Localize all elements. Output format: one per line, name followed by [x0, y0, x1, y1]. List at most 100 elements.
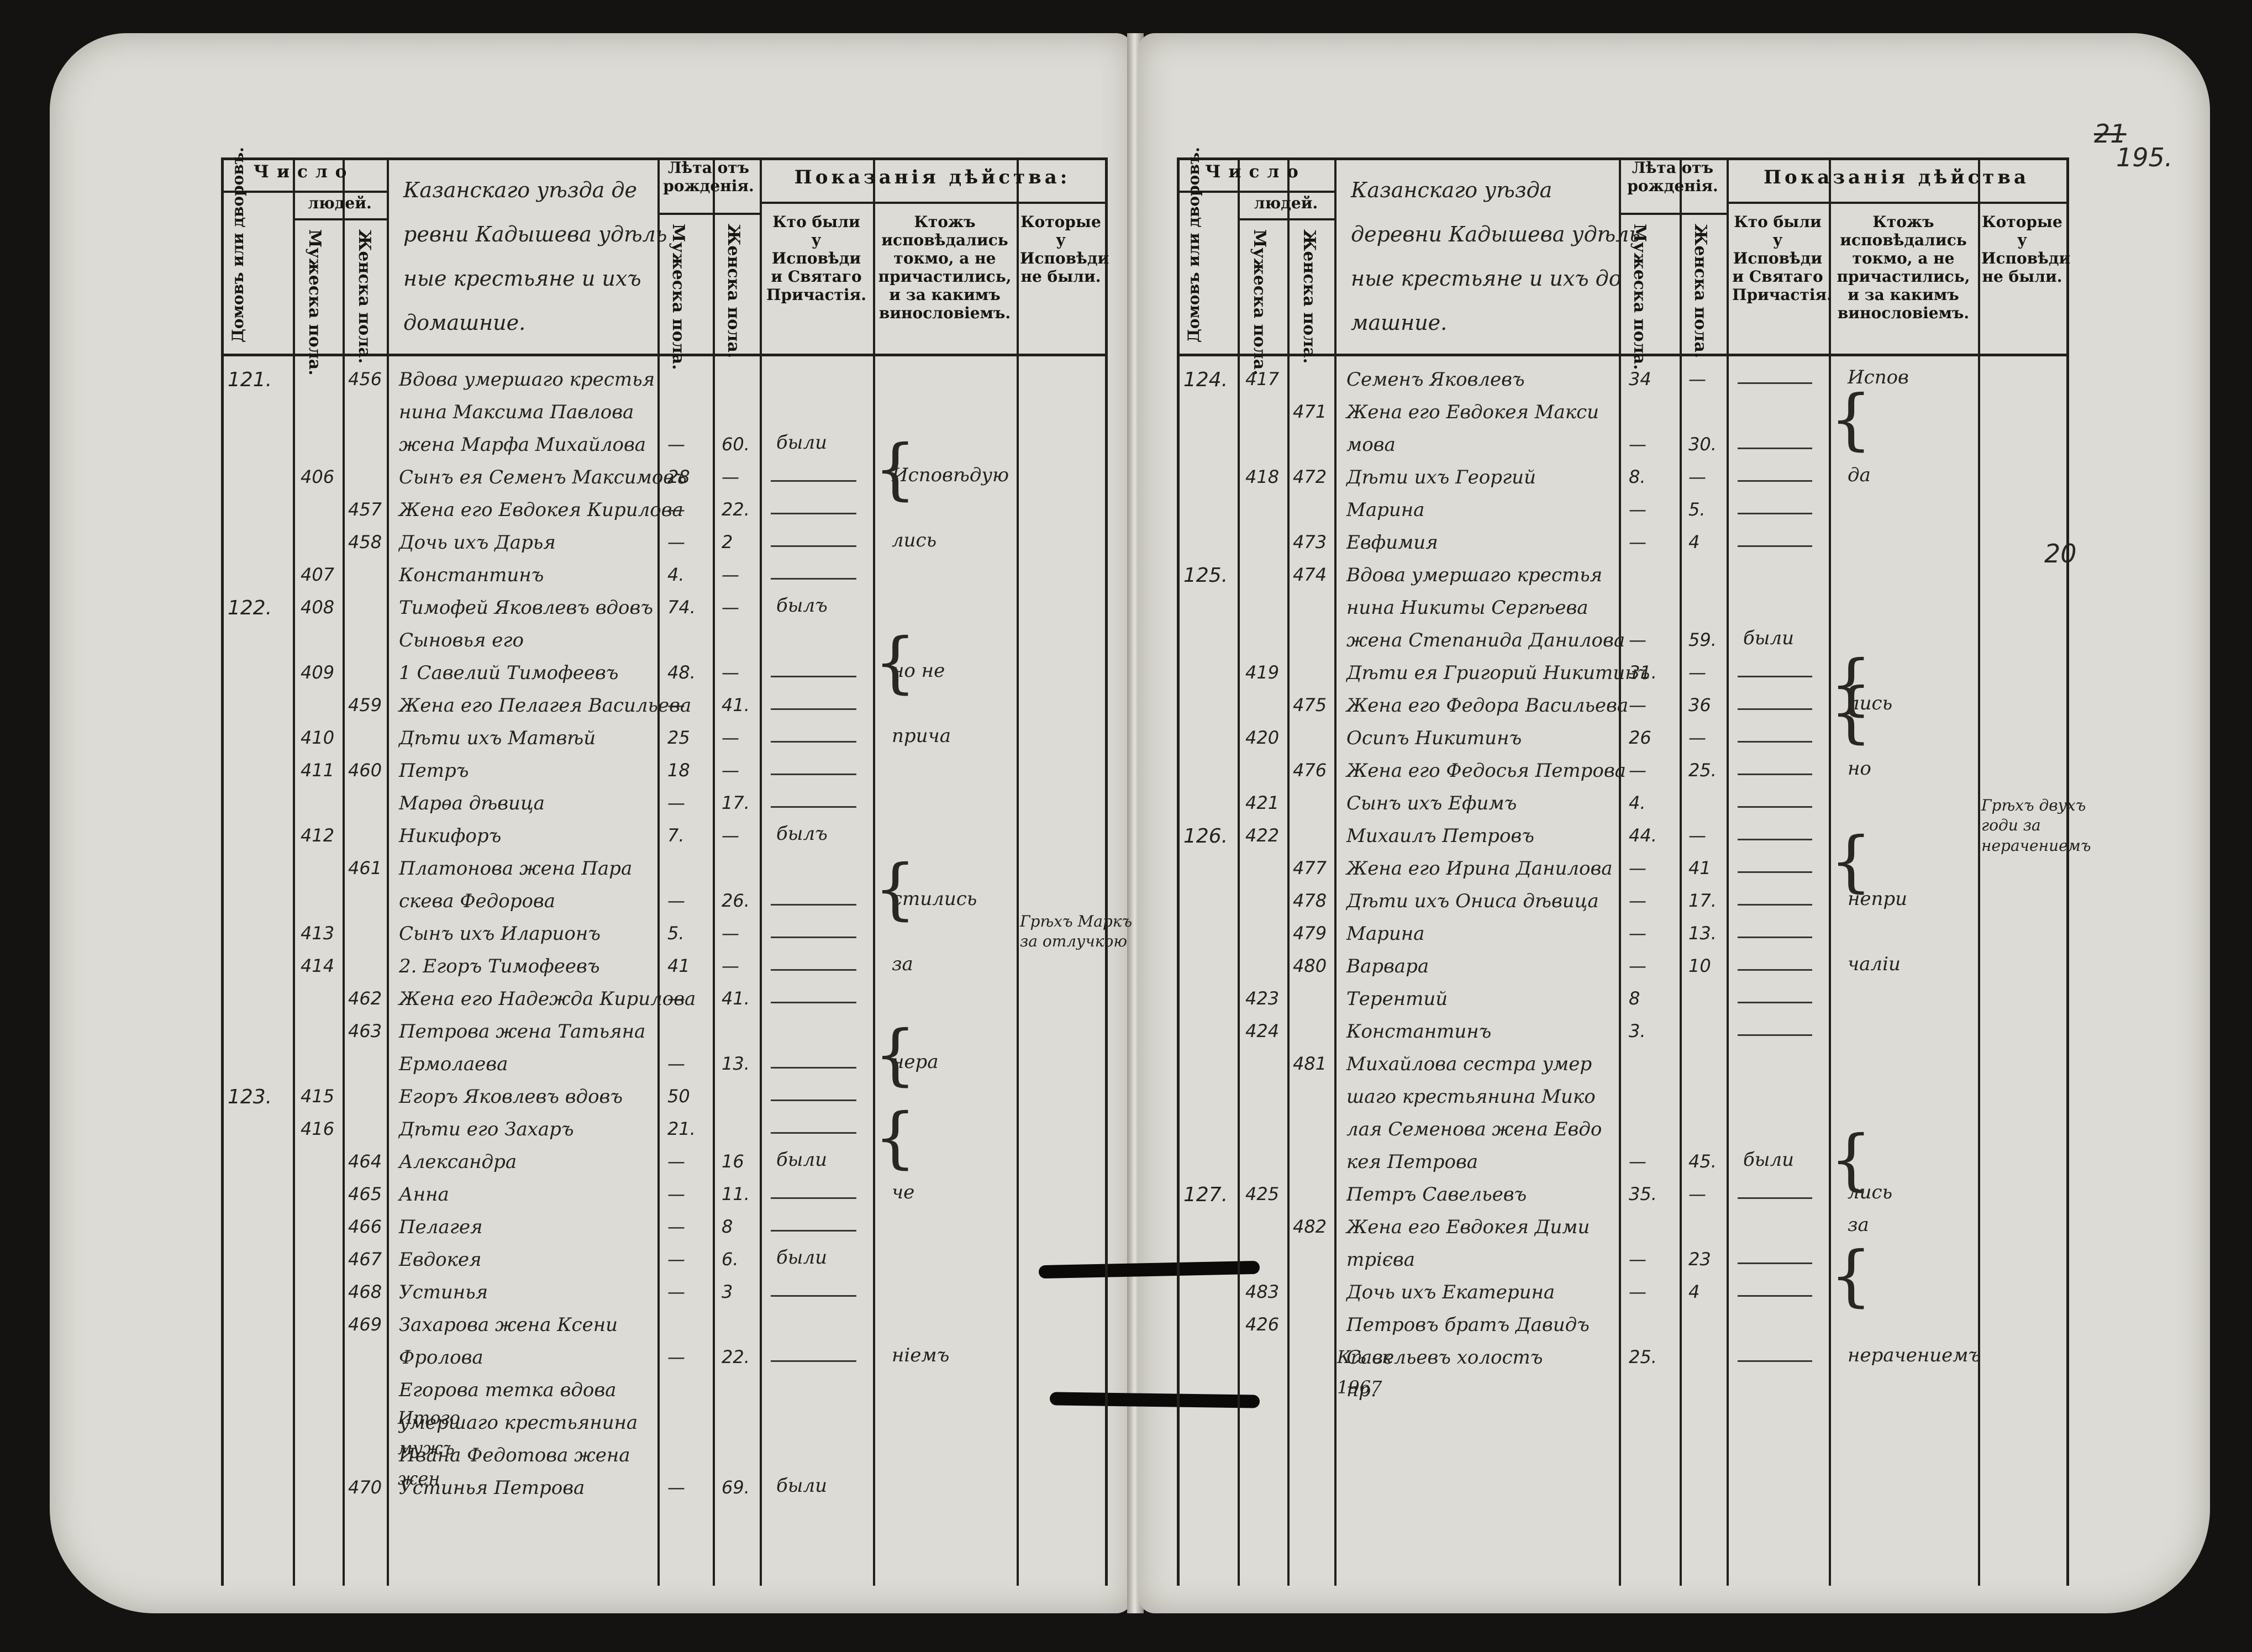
right-row-female-num: 477	[1293, 857, 1327, 878]
left-row-dash	[771, 480, 856, 482]
right-row-age-female: 59.	[1688, 629, 1717, 650]
right-row-male-num: 426	[1245, 1314, 1280, 1335]
right-row-age-male: 44.	[1629, 825, 1657, 846]
left-col-rule	[221, 157, 224, 1586]
right-row-age-male: —	[1629, 434, 1646, 455]
right-muzh2-heading: Мужеска пола.	[1630, 224, 1649, 370]
right-row-dash	[1738, 708, 1812, 710]
right-row-dvor: 124.	[1183, 369, 1228, 391]
right-row-age-female: —	[1688, 825, 1706, 846]
right-row-age-male: —	[1629, 890, 1646, 911]
left-row-name: Захарова жена Ксени	[399, 1314, 618, 1336]
left-top-rule	[221, 157, 1105, 160]
right-pokazaniya-heading: Показанія дѣйства	[1763, 166, 2030, 188]
right-row-dash	[1738, 1295, 1812, 1297]
left-row-age-female: —	[722, 825, 739, 846]
right-row-dash	[1738, 871, 1812, 873]
right-row-dvor: 126.	[1183, 825, 1228, 848]
left-let-heading: Лѣта отъ рожденія.	[663, 159, 754, 196]
left-row-reason: че	[892, 1181, 915, 1203]
left-col-rule	[873, 157, 875, 1586]
left-row-name: Никифоръ	[399, 825, 502, 847]
right-row-dash	[1738, 937, 1812, 938]
left-kotorye-heading: Которые у Исповѣди не были.	[1020, 213, 1109, 286]
left-row-female-num: 470	[348, 1477, 382, 1498]
right-row-female-num: 476	[1293, 760, 1327, 781]
right-row-name: Марина	[1346, 923, 1425, 945]
left-row-dash	[771, 937, 856, 938]
left-row-confessed: былъ	[776, 823, 828, 845]
right-row-age-female: 23	[1688, 1249, 1711, 1270]
right-row-male-num: 425	[1245, 1183, 1280, 1204]
left-brace: {	[874, 1099, 917, 1176]
left-row-name: умершаго крестьянина	[399, 1412, 638, 1434]
left-row-male-num: 408	[301, 597, 335, 618]
left-brace: {	[874, 431, 917, 508]
left-row-female-num: 460	[348, 760, 382, 781]
left-row-age-male: —	[667, 1346, 685, 1367]
right-row-age-female: —	[1688, 662, 1706, 683]
right-row-name: Терентий	[1346, 988, 1448, 1010]
right-col-rule	[1727, 157, 1729, 1586]
left-row-age-female: 60.	[722, 434, 750, 455]
right-row-name: Семенъ Яковлевъ	[1346, 369, 1525, 391]
right-row-female-num: 473	[1293, 532, 1327, 553]
right-title-line: машние.	[1351, 311, 1448, 335]
right-row-age-male: —	[1629, 923, 1646, 944]
right-row-dash	[1738, 1034, 1812, 1036]
left-row-name: Александра	[399, 1151, 517, 1173]
right-row-reason: за	[1848, 1214, 1869, 1236]
right-row-female-num: 481	[1293, 1053, 1327, 1074]
right-row-name: кея Петрова	[1346, 1151, 1478, 1173]
right-row-age-male: —	[1629, 1249, 1646, 1270]
left-row-name: Сынъ ея Семенъ Максимовъ	[399, 466, 687, 488]
right-row-reason: нерачениемъ	[1848, 1344, 1981, 1366]
left-lyudey-heading: людей.	[308, 194, 372, 212]
left-row-dash	[771, 513, 856, 514]
left-row-age-male: 7.	[667, 825, 685, 846]
right-row-age-female: 17.	[1688, 890, 1717, 911]
left-row-reason: но не	[892, 660, 945, 682]
left-row-female-num: 464	[348, 1151, 382, 1172]
right-row-female-num: 480	[1293, 955, 1327, 976]
left-row-female-num: 466	[348, 1216, 382, 1237]
left-bottom-sum: жен	[398, 1468, 440, 1489]
right-let-rule	[1619, 213, 1727, 215]
right-row-age-female: —	[1688, 727, 1706, 748]
right-row-name: лая Семенова жена Евдо	[1346, 1118, 1602, 1140]
left-row-age-male: —	[667, 532, 685, 553]
left-row-male-num: 406	[301, 466, 335, 487]
left-row-reason: прича	[892, 725, 951, 747]
right-row-age-male: —	[1629, 532, 1646, 553]
right-col-rule	[1829, 157, 1831, 1586]
left-row-dash	[771, 1002, 856, 1003]
right-row-name: Осипъ Никитинъ	[1346, 727, 1522, 749]
right-row-name: пр.	[1346, 1379, 1377, 1401]
left-title-line: Казанскаго уѣзда де	[403, 178, 637, 202]
left-row-age-male: 41	[667, 955, 690, 976]
right-row-name: нина Никиты Сергѣева	[1346, 597, 1588, 619]
right-row-age-male: —	[1629, 857, 1646, 878]
left-row-name: жена Марфа Михайлова	[399, 434, 646, 456]
right-row-name: Марина	[1346, 499, 1425, 521]
left-brace: {	[874, 1017, 917, 1093]
right-row-dash	[1738, 448, 1812, 449]
right-row-reason: лись	[1848, 692, 1893, 714]
left-row-name: Ермолаева	[399, 1053, 508, 1075]
right-row-male-num: 418	[1245, 466, 1280, 487]
left-row-age-male: —	[667, 1053, 685, 1074]
left-bottom-sum: Итого	[398, 1407, 460, 1428]
left-row-female-num: 463	[348, 1020, 382, 1041]
right-row-age-male: 8	[1629, 988, 1640, 1009]
left-title-line: ревни Кадышева удѣль	[403, 222, 667, 246]
right-muzh-heading: Мужеска пола.	[1250, 229, 1269, 376]
right-lyudey-heading: людей.	[1254, 194, 1318, 212]
left-row-age-female: 17.	[722, 792, 750, 813]
right-row-male-num: 424	[1245, 1020, 1280, 1041]
right-col-rule	[1238, 157, 1240, 1586]
right-row-age-female: 41	[1688, 857, 1711, 878]
right-row-age-male: 31.	[1629, 662, 1657, 683]
right-row-reason: да	[1848, 464, 1871, 486]
right-absent-note: Грѣхъ двухъ годи за нерачениемъ	[1981, 796, 2091, 855]
left-row-female-num: 458	[348, 532, 382, 553]
